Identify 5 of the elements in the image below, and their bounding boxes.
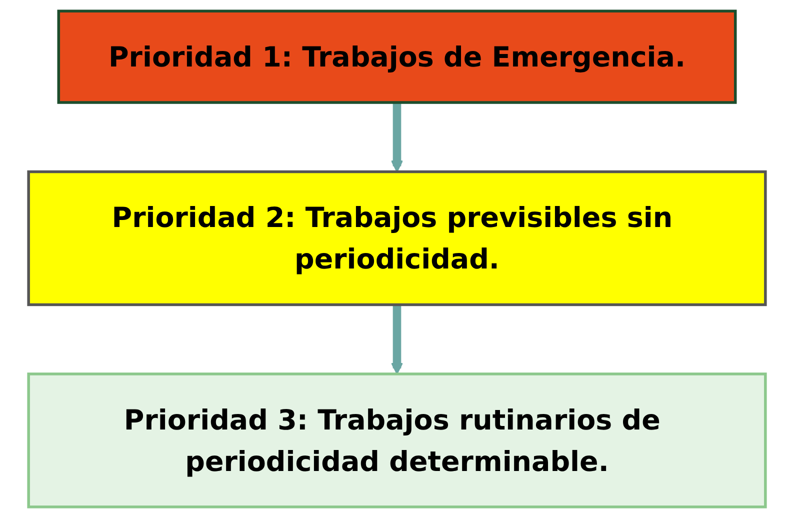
arrow <box>390 304 404 374</box>
node-box: Prioridad 1: Trabajos de Emergencia. <box>57 10 737 104</box>
node-box: Prioridad 2: Trabajos previsibles sin periodicidad. <box>27 170 767 306</box>
node-box: Prioridad 3: Trabajos rutinarios de periodicidad determinable. <box>27 372 767 508</box>
arrow <box>390 102 404 172</box>
